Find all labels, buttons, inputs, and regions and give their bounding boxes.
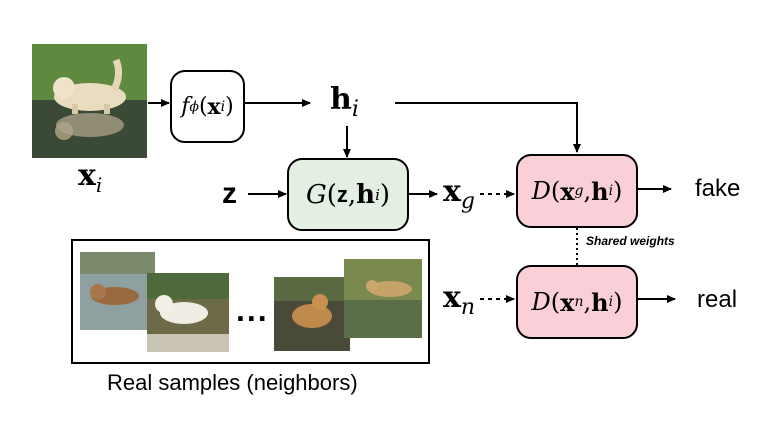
generated-sample-label: xg xyxy=(443,174,475,214)
neighbors-ellipsis: ... xyxy=(236,292,269,328)
neighbor-photo-2 xyxy=(147,273,229,352)
noise-label: z xyxy=(222,177,237,210)
arrow-h-to-discriminator xyxy=(395,102,581,153)
input-image-caption: xi xyxy=(78,158,103,197)
fake-output-label: fake xyxy=(695,175,741,202)
neighbor-photo-1 xyxy=(80,252,155,330)
discriminator-fake-box xyxy=(516,154,638,228)
real-output-label: real xyxy=(697,286,738,313)
neighbor-sample-label: xn xyxy=(443,280,476,320)
neighbor-photo-4 xyxy=(344,259,422,338)
encoder-box xyxy=(170,70,245,143)
neighbors-caption: Real samples (neighbors) xyxy=(107,370,358,395)
input-dog-photo xyxy=(32,44,147,158)
neighbor-photo-3 xyxy=(274,277,350,351)
shared-weights-label: Shared weights xyxy=(586,234,675,248)
discriminator-real-box xyxy=(516,265,638,339)
embedding-label: hi xyxy=(330,82,359,122)
